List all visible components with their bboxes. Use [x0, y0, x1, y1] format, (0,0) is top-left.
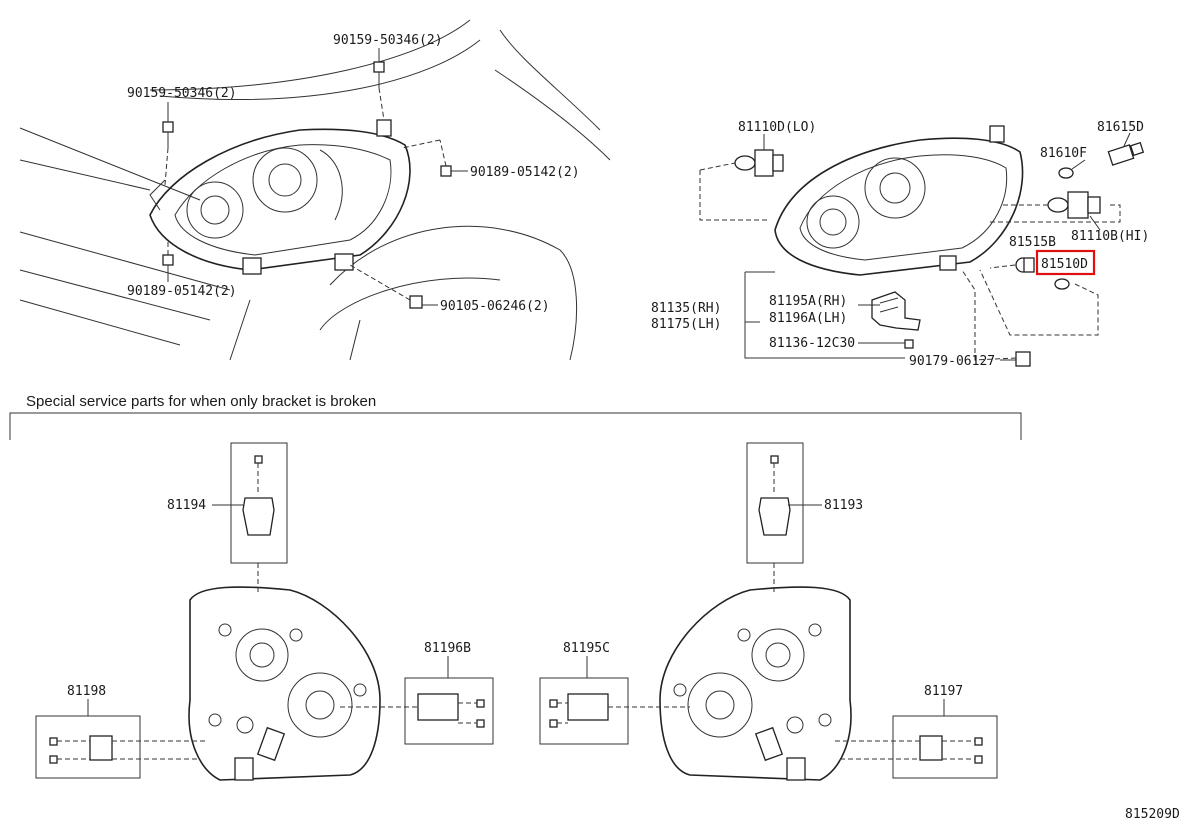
label-81510d: 81510D	[1041, 257, 1088, 272]
screw-icon	[770, 455, 779, 464]
special-parts-bracket	[9, 412, 1022, 440]
screw-icon	[49, 755, 58, 764]
bracket-81194-icon	[242, 497, 275, 536]
socket-81515b-icon	[1015, 257, 1035, 273]
bracket-81193-icon	[758, 497, 791, 536]
label-81515b: 81515B	[1009, 235, 1056, 250]
bulbs-and-sockets	[699, 132, 1145, 336]
diagram-id: 815209D	[1125, 807, 1180, 822]
bolt-icon	[162, 121, 174, 133]
screw-icon	[49, 737, 58, 746]
headlamp-exploded	[774, 125, 1024, 276]
label-90189-05142-left: 90189-05142(2)	[127, 284, 237, 299]
screw-icon	[974, 755, 983, 764]
label-81610f: 81610F	[1040, 146, 1087, 161]
screw-icon	[549, 699, 558, 708]
label-81196a-lh: 81196A(LH)	[769, 311, 847, 326]
label-81615d: 81615D	[1097, 120, 1144, 135]
label-81197: 81197	[924, 684, 963, 699]
bracket-81195c-icon	[567, 693, 609, 721]
box-81197	[835, 715, 998, 779]
box-81198	[35, 715, 205, 779]
box-81195c	[539, 677, 690, 745]
bracket-81195a	[871, 269, 1031, 367]
label-81196b: 81196B	[424, 641, 471, 656]
bracket-81196b-icon	[417, 693, 459, 721]
box-81194	[230, 442, 288, 592]
bracket-81197-icon	[919, 735, 943, 761]
box-81193	[746, 442, 804, 592]
screw-icon	[476, 719, 485, 728]
clip-nut-icon	[440, 165, 452, 177]
label-90159-50346-top: 90159-50346(2)	[333, 33, 443, 48]
label-81110b-hi: 81110B(HI)	[1071, 229, 1149, 244]
screw-icon	[254, 455, 263, 464]
label-81135-rh: 81135(RH)	[651, 301, 721, 316]
label-81193: 81193	[824, 498, 863, 513]
label-81175-lh: 81175(LH)	[651, 317, 721, 332]
screw-icon	[549, 719, 558, 728]
screw-icon	[974, 737, 983, 746]
label-81110d-lo: 81110D(LO)	[738, 120, 816, 135]
lamp-rear-right	[659, 586, 852, 781]
bolt-icon	[409, 295, 423, 309]
label-90189-05142-right: 90189-05142(2)	[470, 165, 580, 180]
screw-icon	[904, 339, 914, 349]
special-parts-caption: Special service parts for when only brac…	[26, 393, 376, 410]
label-81195a-rh: 81195A(RH)	[769, 294, 847, 309]
highlight-box-81510d	[1035, 249, 1096, 276]
bolt-icon	[373, 61, 385, 73]
label-81136-12c30: 81136-12C30	[769, 336, 855, 351]
vehicle-body-lines	[19, 19, 611, 361]
bulb-81510d-icon	[1054, 278, 1070, 290]
lamp-rear-left	[188, 586, 381, 781]
socket-81615d-icon	[1107, 141, 1145, 166]
bulb-hi-icon	[1047, 191, 1101, 219]
top-right-callouts: 81110D(LO) 81615D 81610F 81110B(HI) 8151…	[651, 120, 1149, 369]
label-90159-50346-left: 90159-50346(2)	[127, 86, 237, 101]
box-81196b	[340, 677, 494, 745]
bulb-81610f-icon	[1058, 167, 1074, 179]
label-90105-06246: 90105-06246(2)	[440, 299, 550, 314]
label-90179-06127: 90179-06127	[909, 354, 995, 369]
clip-90179-icon	[1015, 351, 1031, 367]
top-left-callouts: 90159-50346(2) 90159-50346(2) 90189-0514…	[127, 33, 580, 314]
screw-icon	[476, 699, 485, 708]
headlamp-assembly-installed	[149, 119, 411, 275]
label-81194: 81194	[167, 498, 206, 513]
bracket-81198-icon	[89, 735, 113, 761]
clip-nut-icon	[162, 254, 174, 266]
label-81198: 81198	[67, 684, 106, 699]
bulb-lo-icon	[734, 149, 784, 177]
label-81195c: 81195C	[563, 641, 610, 656]
